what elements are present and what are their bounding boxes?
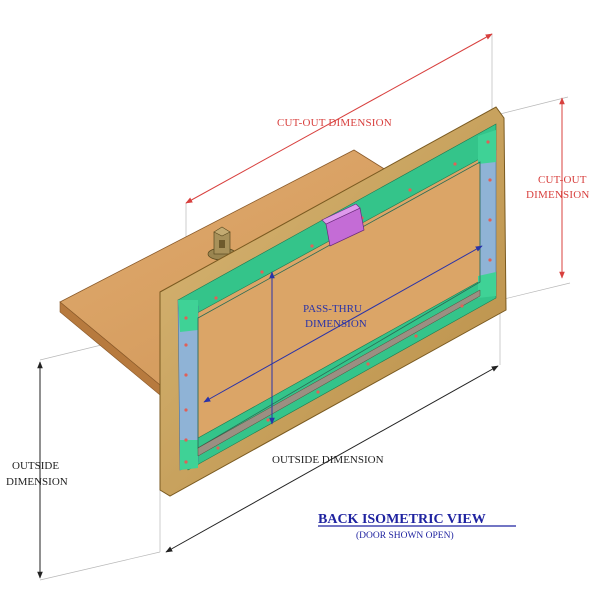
- cutout-top-arrow: [185, 33, 493, 204]
- passthru-label-line1: PASS-THRU: [303, 303, 362, 315]
- outside-bottom-label: OUTSIDE DIMENSION: [272, 454, 384, 466]
- passthru-label-line2: DIMENSION: [305, 318, 367, 330]
- cutout-top-label: CUT-OUT DIMENSION: [277, 117, 392, 129]
- cutout-right-label-line2: DIMENSION: [526, 189, 590, 201]
- outside-left-label-line2: DIMENSION: [6, 476, 68, 488]
- latch-block-icon: [321, 203, 365, 247]
- outside-left-label-line1: OUTSIDE: [12, 460, 59, 472]
- view-subtitle: (DOOR SHOWN OPEN): [356, 530, 454, 541]
- cutout-right-label-line1: CUT-OUT: [538, 174, 587, 186]
- cutout-dimension-lines: [185, 33, 565, 279]
- view-title: BACK ISOMETRIC VIEW: [318, 512, 486, 527]
- outside-dimension-lines: [37, 361, 499, 579]
- outside-bottom-arrow: [165, 365, 499, 553]
